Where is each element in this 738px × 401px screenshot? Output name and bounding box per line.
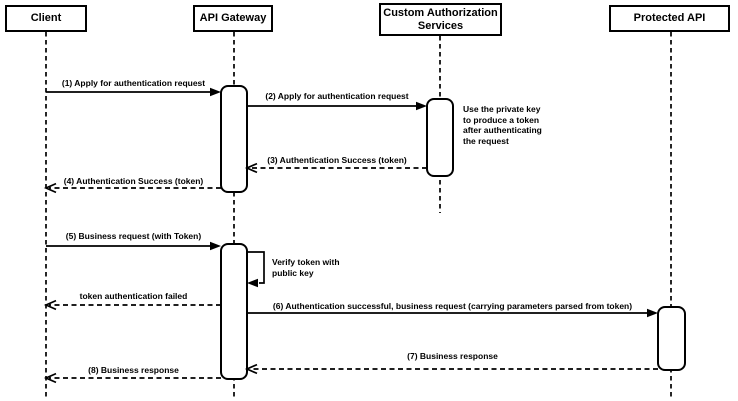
message-3-arrow [244, 162, 427, 174]
message-failed-label: token authentication failed [79, 291, 188, 301]
message-failed-arrow [43, 299, 221, 311]
message-1-arrow [46, 87, 221, 97]
message-7-arrow [244, 363, 658, 375]
participant-client-label: Client [30, 12, 62, 25]
message-6-label: (6) Authentication successful, business … [272, 301, 633, 311]
participant-custom-authorization-services: Custom Authorization Services [379, 3, 502, 36]
note-private-key: Use the private key to produce a token a… [463, 104, 542, 146]
message-2-label: (2) Apply for authentication request [265, 91, 409, 101]
message-4-arrow [43, 182, 221, 194]
message-4-label: (4) Authentication Success (token) [63, 176, 204, 186]
activation-protected-api [657, 306, 686, 371]
message-2-arrow [247, 101, 427, 111]
participant-protected-api: Protected API [609, 5, 730, 32]
message-3-label: (3) Authentication Success (token) [267, 155, 407, 165]
message-7-label: (7) Business response [407, 351, 498, 361]
activation-custom-authorization-services [426, 98, 454, 177]
message-1-label: (1) Apply for authentication request [61, 78, 206, 88]
message-6-arrow [247, 308, 658, 318]
activation-api-gateway-business [220, 243, 248, 380]
participant-api-gateway-label: API Gateway [199, 12, 267, 25]
message-5-label: (5) Business request (with Token) [65, 231, 202, 241]
participant-api-gateway: API Gateway [193, 5, 273, 32]
message-self-verify-token-label: Verify token with public key [272, 257, 340, 278]
participant-protected-api-label: Protected API [633, 12, 706, 25]
participant-client: Client [5, 5, 87, 32]
message-8-label: (8) Business response [88, 365, 179, 375]
message-5-arrow [46, 241, 221, 251]
message-8-arrow [43, 372, 221, 384]
message-self-verify-token-arrow [247, 251, 265, 288]
participant-custom-authorization-services-label: Custom Authorization Services [383, 7, 498, 32]
activation-api-gateway-auth [220, 85, 248, 193]
